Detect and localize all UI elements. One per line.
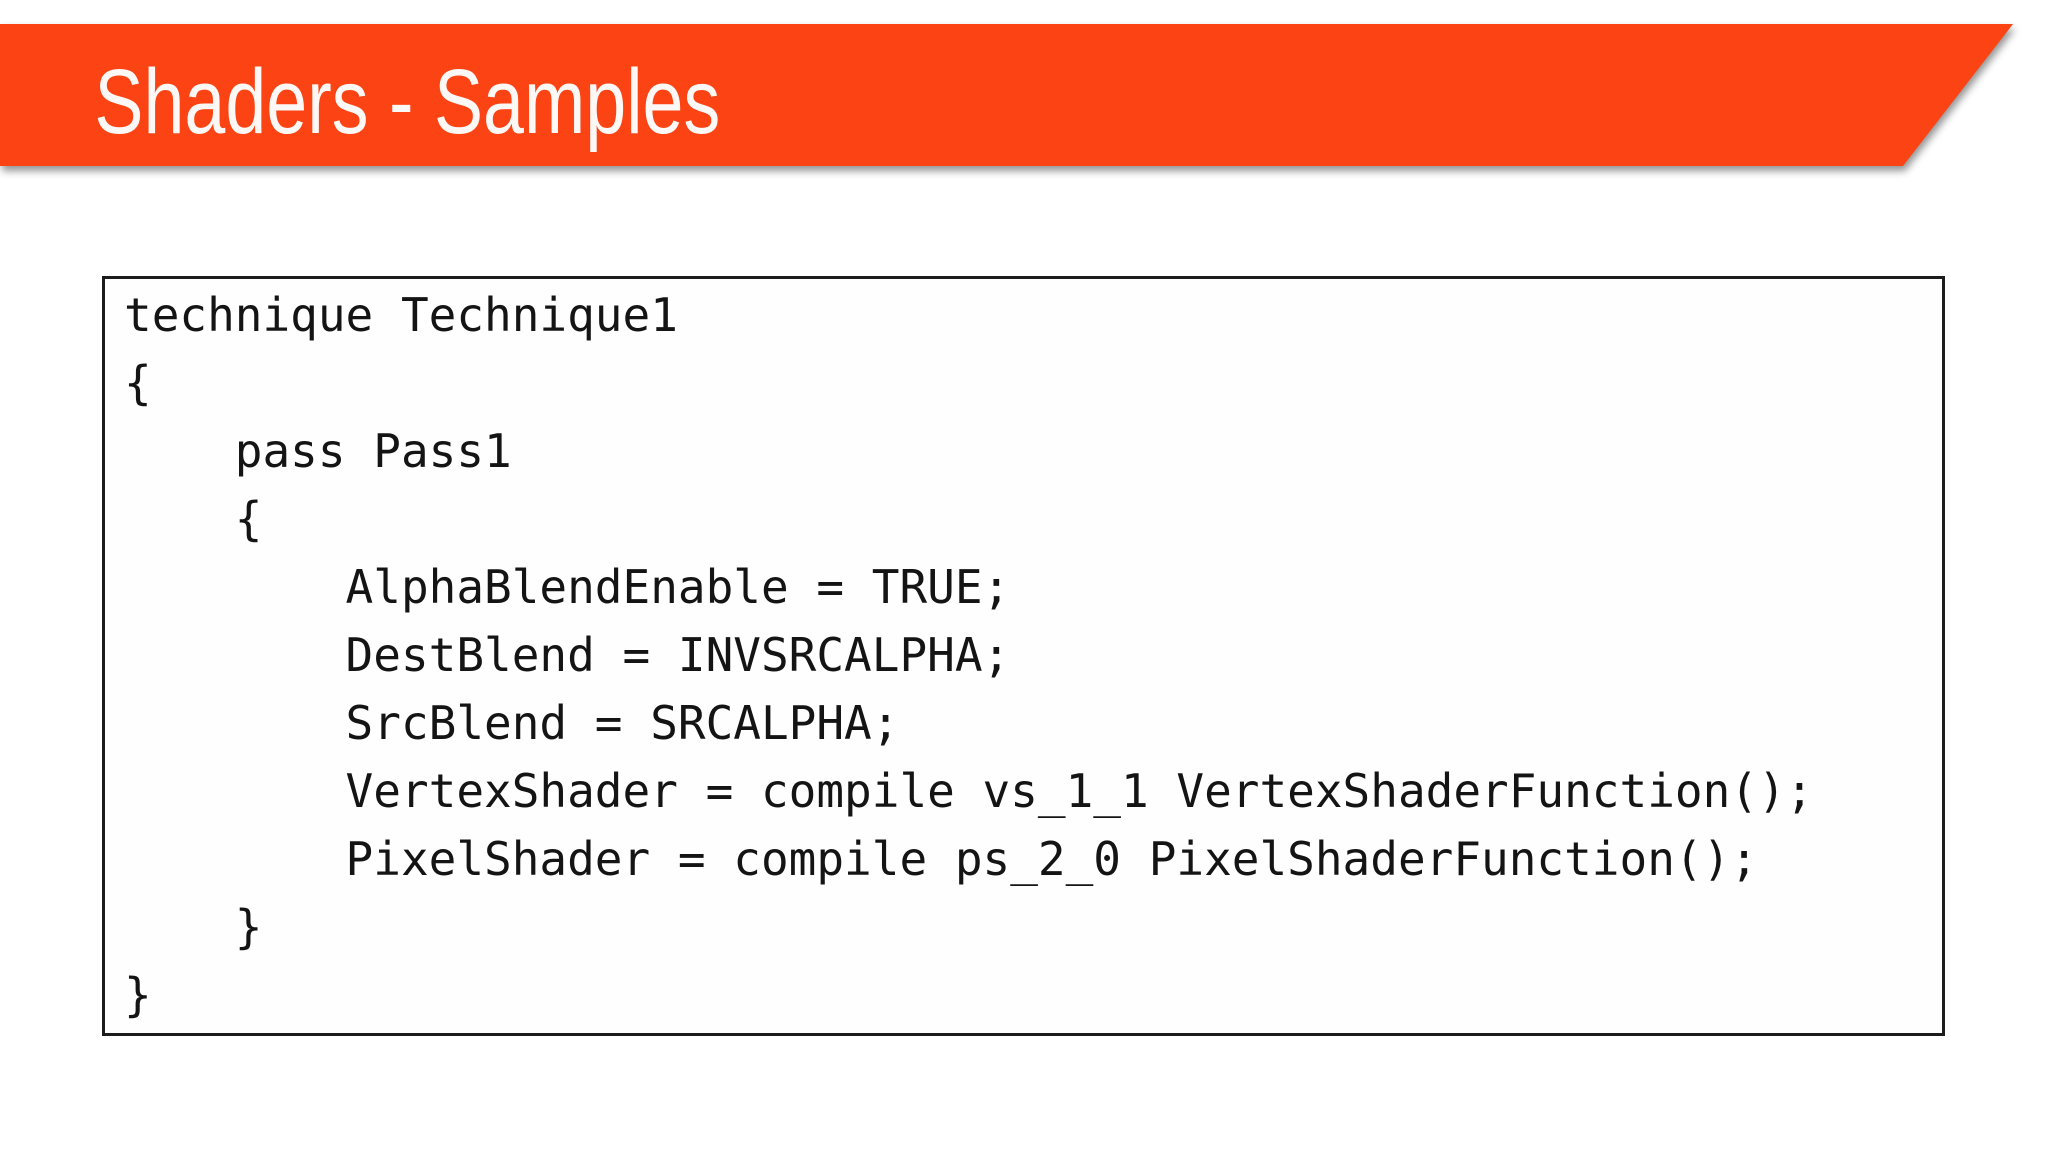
title-banner: Shaders - Samples <box>0 24 2013 166</box>
code-block: technique Technique1 { pass Pass1 { Alph… <box>102 276 1945 1036</box>
code-text: technique Technique1 { pass Pass1 { Alph… <box>124 288 1814 1022</box>
title-banner-shadow: Shaders - Samples <box>0 24 2048 166</box>
slide-title: Shaders - Samples <box>94 51 721 153</box>
